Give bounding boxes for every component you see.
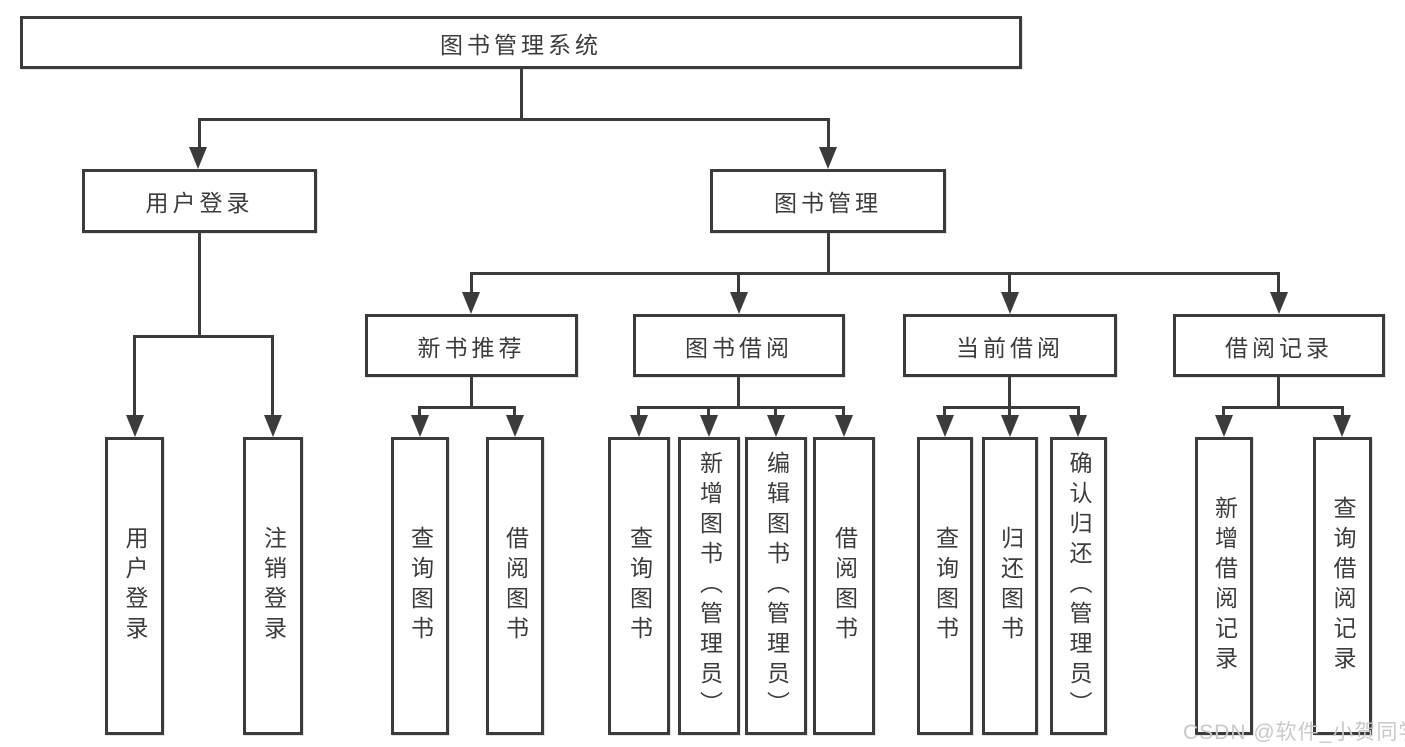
arrowhead-icon bbox=[630, 415, 648, 437]
connector-line bbox=[737, 272, 740, 302]
arrowhead-icon bbox=[411, 415, 429, 437]
arrowhead-icon bbox=[1215, 415, 1233, 437]
connector-line bbox=[1008, 377, 1011, 407]
leaf-query-books-recommend: 查询图书 bbox=[391, 437, 449, 735]
connector-line bbox=[827, 118, 830, 158]
connector-line bbox=[470, 272, 1280, 275]
node-book-management: 图书管理 bbox=[710, 169, 946, 233]
leaf-user-login: 用户登录 bbox=[105, 437, 164, 735]
node-book-borrow: 图书借阅 bbox=[633, 314, 845, 377]
leaf-user-login-label: 用户登录 bbox=[122, 526, 148, 646]
connector-line bbox=[1277, 377, 1280, 407]
connector-line bbox=[1277, 272, 1280, 302]
leaf-add-book-admin-label: 新增图书（管理员） bbox=[696, 451, 723, 721]
arrowhead-icon bbox=[462, 292, 480, 314]
leaf-add-borrow-record-label: 新增借阅记录 bbox=[1211, 496, 1238, 676]
leaf-logout-label: 注销登录 bbox=[260, 526, 287, 646]
connector-line bbox=[470, 272, 473, 302]
arrowhead-icon bbox=[835, 415, 853, 437]
arrowhead-icon bbox=[264, 415, 282, 437]
leaf-logout: 注销登录 bbox=[243, 437, 303, 735]
leaf-borrow-books: 借阅图书 bbox=[813, 437, 875, 735]
node-user-login: 用户登录 bbox=[82, 169, 317, 233]
connector-line bbox=[271, 335, 274, 425]
connector-line bbox=[1008, 272, 1011, 302]
arrowhead-icon bbox=[1001, 292, 1019, 314]
node-new-book-recommend-label: 新书推荐 bbox=[417, 334, 526, 361]
node-current-borrow: 当前借阅 bbox=[903, 314, 1117, 377]
node-user-login-label: 用户登录 bbox=[145, 190, 254, 216]
connector-line bbox=[133, 335, 274, 338]
node-root-label: 图书管理系统 bbox=[440, 31, 602, 58]
arrowhead-icon bbox=[819, 147, 837, 169]
connector-line bbox=[198, 118, 201, 158]
leaf-edit-book-admin: 编辑图书（管理员） bbox=[745, 437, 807, 735]
arrowhead-icon bbox=[1069, 415, 1087, 437]
leaf-return-books-label: 归还图书 bbox=[997, 526, 1024, 646]
leaf-query-books-borrow-label: 查询图书 bbox=[626, 526, 653, 646]
leaf-query-books-current: 查询图书 bbox=[917, 437, 973, 735]
leaf-borrow-books-recommend: 借阅图书 bbox=[486, 437, 544, 735]
leaf-query-books-recommend-label: 查询图书 bbox=[407, 526, 434, 646]
csdn-watermark: CSDN @软件_小贺同学 bbox=[1183, 721, 1405, 744]
connector-line bbox=[198, 118, 830, 121]
node-current-borrow-label: 当前借阅 bbox=[956, 334, 1064, 361]
arrowhead-icon bbox=[126, 415, 144, 437]
connector-line bbox=[943, 406, 1080, 409]
leaf-query-borrow-record: 查询借阅记录 bbox=[1313, 437, 1372, 735]
node-root: 图书管理系统 bbox=[20, 16, 1022, 69]
node-borrow-records-label: 借阅记录 bbox=[1225, 334, 1333, 361]
leaf-add-book-admin: 新增图书（管理员） bbox=[678, 437, 740, 735]
connector-line bbox=[1222, 406, 1344, 409]
leaf-confirm-return-admin-label: 确认归还（管理员） bbox=[1066, 451, 1092, 721]
arrowhead-icon bbox=[936, 415, 954, 437]
leaf-borrow-books-label: 借阅图书 bbox=[831, 526, 858, 646]
connector-line bbox=[133, 335, 136, 425]
arrowhead-icon bbox=[1001, 415, 1019, 437]
leaf-return-books: 归还图书 bbox=[982, 437, 1038, 735]
connector-line bbox=[418, 406, 516, 409]
arrowhead-icon bbox=[506, 415, 524, 437]
node-borrow-records: 借阅记录 bbox=[1173, 314, 1385, 377]
leaf-query-borrow-record-label: 查询借阅记录 bbox=[1330, 496, 1356, 676]
arrowhead-icon bbox=[700, 415, 718, 437]
arrowhead-icon bbox=[1333, 415, 1351, 437]
leaf-borrow-books-recommend-label: 借阅图书 bbox=[502, 526, 529, 646]
leaf-query-books-borrow: 查询图书 bbox=[608, 437, 670, 735]
node-book-borrow-label: 图书借阅 bbox=[685, 334, 793, 361]
connector-line bbox=[637, 406, 845, 409]
leaf-add-borrow-record: 新增借阅记录 bbox=[1195, 437, 1253, 735]
leaf-query-books-current-label: 查询图书 bbox=[932, 526, 959, 646]
connector-line bbox=[198, 233, 201, 335]
arrowhead-icon bbox=[1270, 292, 1288, 314]
connector-line bbox=[470, 377, 473, 407]
arrowhead-icon bbox=[767, 415, 785, 437]
node-book-management-label: 图书管理 bbox=[774, 190, 882, 216]
leaf-edit-book-admin-label: 编辑图书（管理员） bbox=[763, 451, 790, 721]
leaf-confirm-return-admin: 确认归还（管理员） bbox=[1050, 437, 1107, 735]
node-new-book-recommend: 新书推荐 bbox=[365, 314, 578, 377]
connector-line bbox=[520, 69, 523, 118]
arrowhead-icon bbox=[189, 147, 207, 169]
arrowhead-icon bbox=[730, 292, 748, 314]
connector-line bbox=[827, 233, 830, 272]
connector-line bbox=[737, 377, 740, 407]
